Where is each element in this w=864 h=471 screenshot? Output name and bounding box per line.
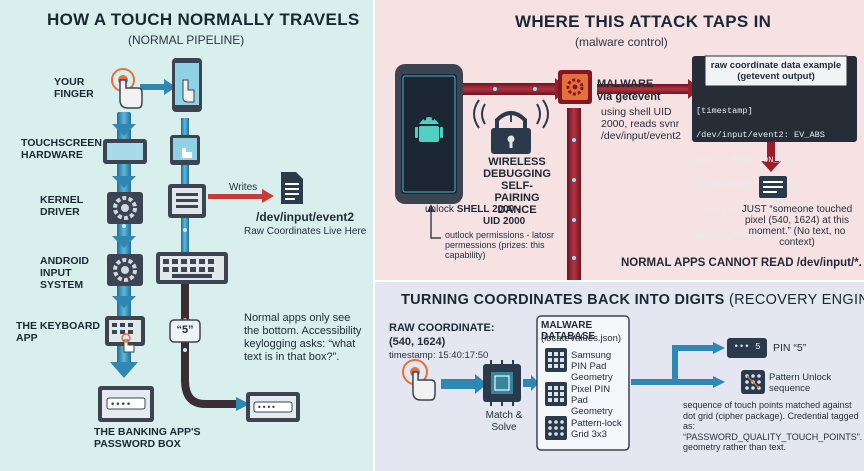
pin-result: PIN “5”: [773, 342, 807, 354]
db-file: (locateValues.json): [541, 333, 622, 344]
file-icon: [281, 172, 303, 204]
sequence-note: sequence of touch points matched against…: [683, 400, 863, 452]
finger-touch-icon: [111, 68, 143, 109]
db-item-pattern: Pattern-lock Grid 3x3: [571, 418, 622, 440]
attack-panel: WHERE THIS ATTACK TAPS IN (malware contr…: [375, 0, 864, 280]
pipeline-title: HOW A TOUCH NORMALLY TRAVELS: [47, 10, 360, 29]
touch-caption: JUST “someone touched pixel (540, 1624) …: [741, 204, 853, 248]
raw-data-panel: [692, 55, 857, 142]
svg-text:••••: ••••: [110, 400, 131, 410]
malware-chip-icon: [558, 70, 592, 104]
raw-line: ABS_MT_POSITION_X X ...: [696, 155, 831, 166]
malware-detail: via getevent: [597, 91, 661, 103]
pin-field-icon: [727, 338, 767, 358]
raw-line: /dev/input/event2: EV_ABS: [696, 205, 825, 216]
wifi-signal-icon: [473, 99, 549, 129]
pin-mask: ••• 5: [733, 342, 761, 352]
db-item-samsung: Samsung PIN Pad Geometry: [571, 350, 613, 383]
raw-line: ABS_MT_POSITION_Y Y ...: [696, 230, 831, 241]
raw-coordinate-label: RAW COORDINATE:: [389, 322, 495, 334]
keypad-icon: [545, 348, 567, 372]
attack-graphics: [395, 55, 857, 280]
raw-coordinate-value: (540, 1624): [389, 336, 446, 348]
processor-chip-icon: [483, 360, 521, 406]
raw-timestamp: timestamp: 15:40:17:50: [389, 350, 489, 361]
keyboard-icon: [156, 252, 228, 284]
list-screen-icon: [168, 184, 206, 218]
normal-apps-note: NORMAL APPS CANNOT READ /dev/input/*.: [621, 257, 862, 269]
pipeline-note: Normal apps only see the bottom. Accessi…: [244, 312, 362, 363]
wireless-debugging-label: WIRELESS DEBUGGING SELF-PAIRING DANCE: [483, 156, 551, 216]
file-icon: [759, 176, 787, 198]
malware-pipe: [427, 78, 781, 280]
digit-bubble-text: “5”: [176, 324, 194, 336]
gear-icon: [107, 254, 143, 286]
pattern-grid-icon: [545, 416, 567, 440]
gear-icon: [107, 192, 143, 224]
db-item-pixel: Pixel PIN Pad Geometry: [571, 384, 613, 417]
permissions-note: outlock permissions - latosr permessions…: [445, 230, 555, 260]
lock-icon: [491, 111, 531, 154]
writes-label: Writes: [229, 182, 258, 193]
keypad-icon: [545, 382, 567, 406]
touch-phone-icon: [170, 135, 200, 165]
attack-title: WHERE THIS ATTACK TAPS IN: [515, 12, 772, 31]
raw-line: [timestamp]: [696, 105, 753, 116]
recovery-title: TURNING COORDINATES BACK INTO DIGITS (RE…: [401, 292, 864, 308]
android-robot-icon: [415, 117, 443, 142]
step-label-kernel: KERNEL DRIVER: [40, 194, 83, 218]
step-label-finger: YOUR FINGER: [54, 76, 94, 100]
password-box-icon: ••••: [98, 386, 154, 422]
raw-line: [timestamp]: [696, 180, 753, 191]
touchscreen-icon: [103, 139, 147, 164]
svg-text:••••: ••••: [257, 403, 276, 412]
permission-bracket: [430, 228, 441, 239]
db-title: MALWARE DATABASE: [541, 320, 596, 342]
normal-pipeline-panel: •••• •••• HOW A TOUCH NORMALLY TRAVELS (…: [0, 0, 373, 471]
unlock-line-2: UID 2000: [483, 216, 526, 227]
finger-touch-icon: [402, 359, 436, 401]
malware-label: MALWARE: [597, 78, 654, 90]
recovery-graphics: [402, 315, 767, 451]
raw-line: /dev/input/event2: EV_ABS: [696, 130, 825, 141]
raw-lines: [timestamp] /dev/input/event2: EV_ABS AB…: [696, 90, 854, 256]
normal-pipeline-graphics: •••• ••••: [98, 58, 303, 422]
event-caption: Raw Coordinates Live Here: [244, 226, 367, 237]
recovery-panel: TURNING COORDINATES BACK INTO DIGITS (RE…: [375, 282, 864, 471]
unlock-line-1: unlock SHELL 2000 -: [425, 204, 520, 215]
digit-bubble: [169, 319, 201, 343]
step-label-banking: THE BANKING APP'S PASSWORD BOX: [94, 426, 201, 450]
pattern-unlock-icon: [741, 370, 765, 394]
raw-box-title: raw coordinate data example (getevent ou…: [710, 60, 842, 82]
step-label-touchscreen: TOUCHSCREEN HARDWARE: [21, 137, 102, 161]
match-solve-label: Match & Solve: [485, 410, 523, 433]
unlock-prefix: unlock: [425, 204, 457, 215]
malware-detail-2: using shell UID 2000, reads svnr /dev/in…: [601, 106, 681, 142]
pattern-unlock-label: Pattern Unlock sequence: [769, 372, 832, 394]
phone-hand-icon: [172, 58, 202, 112]
password-field-icon: ••••: [246, 392, 300, 422]
keyboard-app-icon: [105, 316, 145, 353]
recovery-title-suffix: (RECOVERY ENGINE): [728, 292, 864, 308]
step-label-android-input: ANDROID INPUT SYSTEM: [40, 255, 89, 291]
event-path: /dev/input/event2: [256, 210, 355, 224]
recovery-title-main: TURNING COORDINATES BACK INTO DIGITS: [401, 292, 725, 308]
step-label-keyboard-app: THE KEYBOARD APP: [16, 320, 101, 344]
attack-subtitle: (malware control): [575, 35, 668, 49]
pipeline-subtitle: (NORMAL PIPELINE): [128, 33, 245, 47]
unlock-shell: SHELL 2000 -: [456, 204, 521, 215]
